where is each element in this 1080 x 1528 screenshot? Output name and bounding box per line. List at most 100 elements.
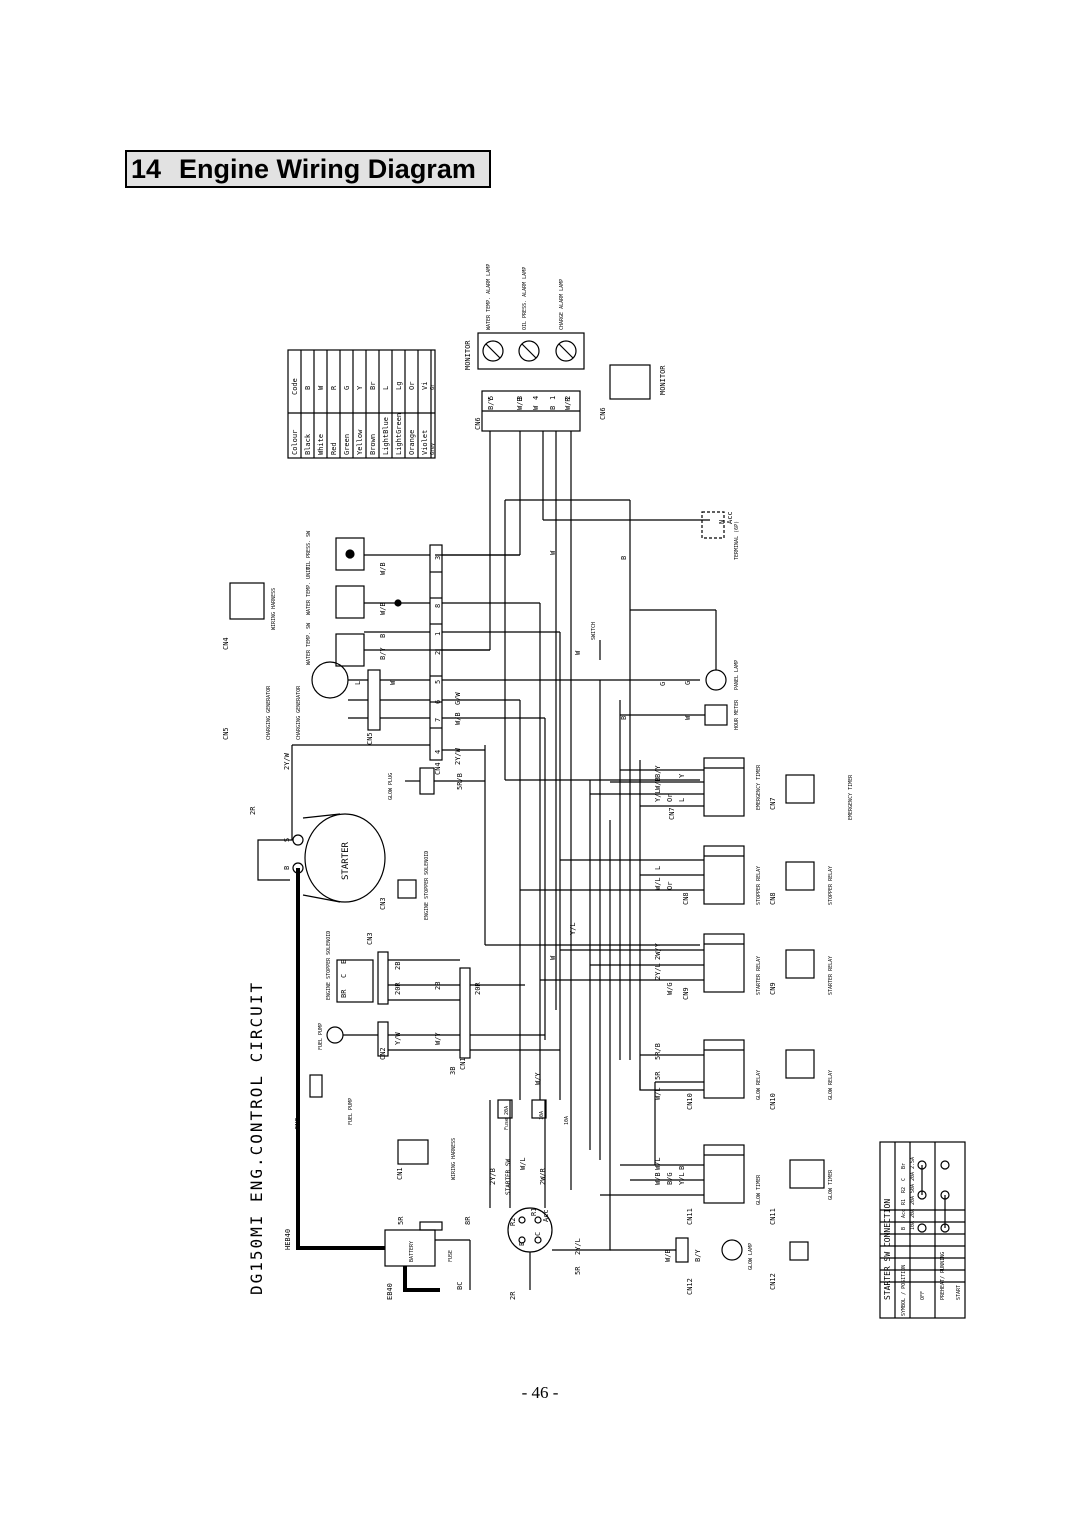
cn1-wire-1: 2B	[434, 982, 442, 990]
harness-wire-6: G/W	[454, 692, 462, 705]
cn12-wire-0: W/B	[664, 1249, 672, 1262]
sensor-water-temp-sw: WATER TEMP. SW	[306, 622, 312, 665]
relay-stopper: STOPPER RELAY	[756, 866, 762, 905]
cn1-wire-2: 3B	[449, 1067, 457, 1075]
starter-label: STARTER	[341, 841, 351, 880]
sw-conn-header-0: SYMBOL / POSITION	[901, 1265, 907, 1316]
starter-sw-acc: Acc	[542, 1209, 550, 1222]
cn6-pin-0: 5	[487, 396, 495, 400]
hour-meter-wire-w: W	[684, 715, 692, 720]
cn11-wire-4: B	[678, 1166, 686, 1170]
cable-heb40: HEB40	[284, 1229, 292, 1250]
starter-sw-label: STARTER SW	[505, 1158, 512, 1195]
starter-terminal-b: B	[283, 866, 291, 870]
colour-code-5: Br	[369, 382, 377, 390]
colour-row-10: Grey	[430, 443, 436, 455]
colour-row-7: LightGreen	[395, 413, 403, 455]
starter-sw-wire-1: W/L	[519, 1157, 527, 1170]
cn11-wire-3: Y/L	[678, 1172, 686, 1185]
cn8-wire-1: W/L	[654, 877, 662, 890]
bus-wires	[484, 603, 700, 1160]
battery	[384, 1221, 471, 1292]
starter-terminal-s: S	[283, 838, 291, 842]
cn8-wire-0: L	[654, 866, 662, 870]
colour-row-6: LightBlue	[382, 417, 390, 455]
cn7-wire-3: Or	[666, 794, 674, 802]
cn1-label: CN1	[459, 1057, 467, 1070]
cn12-wire-1: B/Y	[694, 1249, 702, 1262]
battery-wire-5r: 5R	[397, 1216, 405, 1225]
colour-code-1: W	[317, 385, 325, 390]
sw-conn-header-2: Acc	[901, 1209, 907, 1218]
battery-cable	[296, 868, 385, 1250]
cn1-harness-label: WIRING HARNESS	[451, 1138, 457, 1180]
harness-pin-4: 5	[434, 680, 442, 684]
starter-sw-fuse-1: 10A	[539, 1111, 545, 1120]
harness-pin-3: 2	[434, 651, 442, 655]
colour-row-9: Violet	[421, 430, 429, 455]
colour-code-7: Lg	[395, 382, 403, 390]
sw-conn-row-preheat: PREHEAT/ RUNNING	[940, 1252, 946, 1300]
colour-table	[287, 349, 436, 459]
cn8-wire-2: Or	[666, 882, 674, 890]
glow-plug	[405, 767, 485, 795]
starter-sw-connection-table	[879, 1141, 966, 1319]
colour-header-code: Code	[291, 378, 299, 395]
sensors	[335, 537, 430, 667]
cn4-harness-label: WIRING HARNESS	[271, 588, 277, 630]
cn6-pin-2: 4	[532, 396, 540, 400]
panel-devices	[599, 609, 728, 726]
relay-glow-timer: GLOW TIMER	[756, 1174, 762, 1205]
bus-wire-2: Y/L	[569, 922, 577, 935]
cn6-plug-label: CN6	[599, 407, 607, 420]
relay-emergency-timer-2: EMERGENCY TIMER	[848, 774, 854, 820]
sw-conn-rating-2: 20A	[910, 1196, 916, 1205]
cn8-label: CN8	[682, 892, 690, 905]
cn3-pin-e: E	[340, 960, 348, 964]
harness-wire-4: L	[354, 681, 362, 685]
cn10-wire-0: 5R/B	[654, 1043, 662, 1060]
cn3-pin-br: BR	[340, 989, 348, 998]
hour-meter-label: HOUR METER	[734, 699, 740, 730]
harness-pin-2: 1	[434, 632, 442, 636]
section-heading: 14 Engine Wiring Diagram	[125, 150, 491, 188]
cn6-wire-4: W/R	[564, 397, 572, 410]
cn9-plug-label: CN9	[769, 982, 777, 995]
glow-plug-label: GLOW PLUG	[388, 773, 394, 800]
fuel-pump-label-2: FUEL PUMP	[348, 1098, 354, 1125]
cn6-wire-0: B/Y	[487, 397, 495, 410]
cn3-device: ENGINE STOPPER SOLENOID	[424, 851, 430, 920]
cn11-label: CN11	[686, 1208, 694, 1225]
sw-conn-header-4: R2	[901, 1187, 907, 1193]
harness-wire-7: W/B	[454, 712, 462, 725]
cn1-plug-label: CN1	[396, 1167, 404, 1180]
sw-connection-title: STARTER SW CONNECTION	[883, 1199, 892, 1300]
cn6-pin-3: 1	[549, 396, 557, 400]
cn6-wire-3: B	[549, 406, 557, 410]
harness-wire-0: W/B	[379, 562, 387, 575]
cn6-wire-2: W	[532, 405, 540, 410]
cn9-label: CN9	[682, 987, 690, 1000]
colour-code-3: G	[343, 386, 351, 390]
lamp-water-temp: WATER TEMP. ALARM LAMP	[486, 264, 492, 330]
cn2-plug-label: CN2	[294, 1117, 302, 1130]
bus-wire-0: W	[549, 550, 557, 555]
colour-code-6: L	[382, 386, 390, 390]
glow-plug-wire: 5R/B	[456, 773, 464, 790]
colour-code-10: Gr	[430, 384, 436, 390]
cn6-wire-1: W/B	[516, 397, 524, 410]
cn6-pin-4: 2	[564, 396, 572, 400]
cn9-wire-0: 2W/Y	[654, 942, 662, 960]
relay-glow-2: GLOW RELAY	[828, 1070, 834, 1100]
relay-emergency-timer: EMERGENCY TIMER	[756, 764, 762, 810]
wire-2r	[257, 745, 293, 881]
starter-sw-r2: R2	[509, 1218, 517, 1226]
cn7-wire-5: Y	[678, 773, 686, 778]
cn9-wire-2: W/G	[666, 982, 674, 995]
cn11-plug-label: CN11	[769, 1208, 777, 1225]
cn7-plug-label: CN7	[769, 797, 777, 810]
cn11-wire-2: B/G	[666, 1172, 674, 1185]
starter-sw-r1: R1	[530, 1208, 538, 1216]
sw-conn-row-start: START	[956, 1285, 962, 1300]
sw-conn-header-3: R1	[901, 1199, 907, 1205]
